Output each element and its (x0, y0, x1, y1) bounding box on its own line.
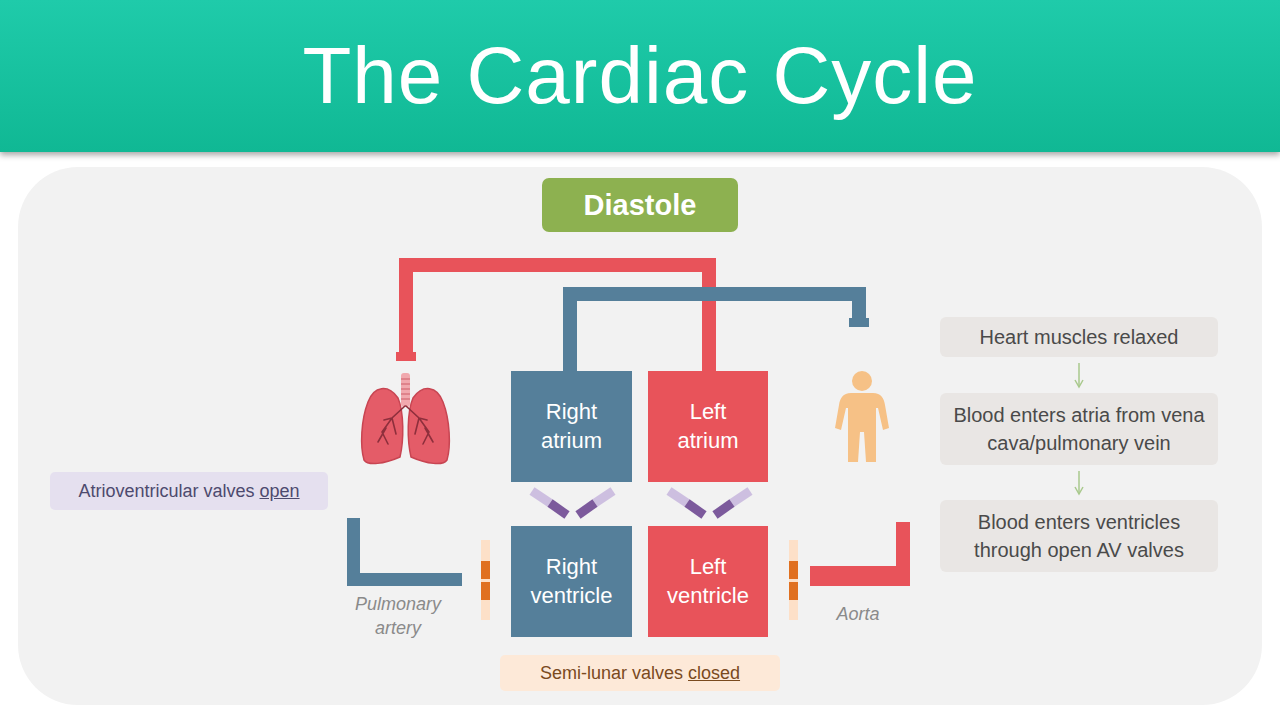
valve-state-note: Atrioventricular valves open (50, 472, 328, 510)
process-step: Heart muscles relaxed (940, 317, 1218, 357)
valve-leaflet (481, 561, 490, 579)
pipe-segment (702, 258, 716, 372)
valve-leaflet (789, 561, 798, 579)
valve-frame (481, 540, 490, 620)
pipe-segment (896, 522, 910, 586)
valve-leaflet (578, 503, 595, 515)
bronchi (378, 406, 433, 444)
flow-arrow (1078, 471, 1080, 494)
node-text: Right ventricle (523, 553, 620, 610)
node-text: Semi-lunar valves closed (540, 663, 740, 684)
ventricle-box: Right ventricle (511, 526, 632, 637)
node-text: Heart muscles relaxed (980, 323, 1179, 351)
pipe-segment (347, 573, 462, 586)
valve-leaflet (687, 503, 704, 515)
flow-arrow (1078, 363, 1080, 387)
trachea-rings (401, 379, 410, 399)
body-icon (835, 371, 889, 462)
vena-cava-pipe (563, 287, 869, 372)
valve-leaflet (732, 491, 750, 503)
person-body (835, 393, 889, 462)
node-text: Blood enters atria from vena cava/pulmon… (952, 401, 1206, 457)
valve-leaflet (481, 582, 490, 600)
node-text: Left ventricle (660, 553, 756, 610)
lungs-icon (362, 373, 450, 464)
valve-frame (789, 540, 798, 620)
node-text: Diastole (584, 189, 697, 222)
node-text: Atrioventricular valves open (78, 481, 299, 502)
process-step: Blood enters atria from vena cava/pulmon… (940, 393, 1218, 465)
process-step: Blood enters ventricles through open AV … (940, 500, 1218, 572)
pipe-segment (399, 258, 413, 360)
emphasis-word: open (260, 481, 300, 501)
person-head (852, 371, 872, 391)
atrium-box: Left atrium (648, 371, 768, 482)
valve-leaflet (789, 582, 798, 600)
valve-leaflet (715, 503, 732, 515)
phase-badge: Diastole (542, 178, 738, 232)
valve-leaflet (550, 503, 567, 515)
left-lung (362, 389, 403, 464)
pulmonary-vein-pipe (396, 258, 716, 372)
title-banner: The Cardiac Cycle (0, 0, 1280, 152)
trachea (401, 373, 410, 407)
aorta-pipe (810, 522, 910, 586)
right-lung (408, 389, 449, 464)
valve-state-note: Semi-lunar valves closed (500, 655, 780, 691)
vessel-label: Pulmonary artery (346, 592, 450, 641)
vessel-label: Aorta (826, 602, 890, 626)
pipe-cap (849, 318, 869, 327)
valve-leaflet (595, 491, 613, 503)
valve-leaflet (532, 491, 550, 503)
node-text: Left atrium (660, 398, 756, 455)
pipe-segment (563, 287, 866, 301)
pulmonary-artery-pipe (347, 518, 462, 586)
node-text: Blood enters ventricles through open AV … (952, 508, 1206, 564)
title-text: The Cardiac Cycle (302, 30, 977, 122)
emphasis-word: closed (688, 663, 740, 683)
av-valves (532, 491, 750, 515)
ventricle-box: Left ventricle (648, 526, 768, 637)
node-text: Right atrium (523, 398, 620, 455)
pipe-segment (399, 258, 716, 272)
pipe-segment (810, 566, 910, 586)
atrium-box: Right atrium (511, 371, 632, 482)
valve-leaflet (669, 491, 687, 503)
pipe-cap (396, 352, 416, 361)
